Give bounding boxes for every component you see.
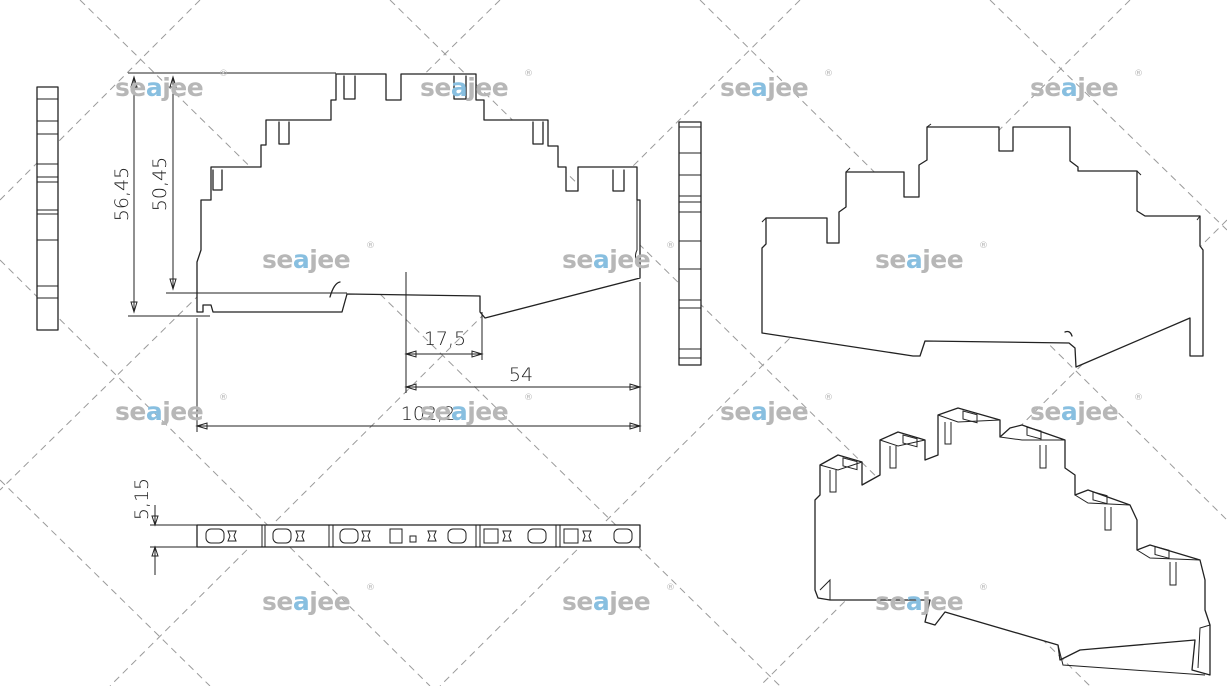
svg-text:®: ® <box>979 241 988 251</box>
top-view-strip <box>150 505 641 575</box>
svg-text:®: ® <box>666 583 675 593</box>
dimension-lines <box>128 72 642 432</box>
watermark-2: seajee ® <box>420 69 533 102</box>
dim-half-width: 54 <box>509 364 533 386</box>
svg-text:®: ® <box>366 583 375 593</box>
svg-text:seajee: seajee <box>720 397 808 426</box>
watermark-5: seajee ® <box>262 241 375 274</box>
svg-text:®: ® <box>219 393 228 403</box>
svg-text:seajee: seajee <box>115 73 203 102</box>
svg-text:seajee: seajee <box>875 245 963 274</box>
dim-inner-height: 50,45 <box>149 157 171 211</box>
watermark-14: seajee ® <box>875 583 988 616</box>
watermark-4: seajee ® <box>1030 69 1143 102</box>
svg-text:®: ® <box>824 393 833 403</box>
svg-text:®: ® <box>979 583 988 593</box>
svg-text:®: ® <box>1134 69 1143 79</box>
watermark-13: seajee ® <box>562 583 675 616</box>
dim-overall-height: 56,45 <box>111 167 133 221</box>
svg-text:seajee: seajee <box>420 397 508 426</box>
watermark-6: seajee ® <box>562 241 675 274</box>
svg-text:seajee: seajee <box>1030 73 1118 102</box>
front-profile-view <box>196 73 641 319</box>
dim-total-width: 102,2 <box>401 403 455 425</box>
watermark-9: seajee ® <box>420 393 533 426</box>
svg-text:seajee: seajee <box>1030 397 1118 426</box>
watermark-8: seajee ® <box>115 393 228 426</box>
watermark-10: seajee ® <box>720 393 833 426</box>
svg-text:®: ® <box>366 241 375 251</box>
svg-text:®: ® <box>666 241 675 251</box>
svg-text:seajee: seajee <box>420 73 508 102</box>
svg-text:seajee: seajee <box>875 587 963 616</box>
watermark-7: seajee ® <box>875 241 988 274</box>
watermark-3: seajee ® <box>720 69 833 102</box>
svg-text:®: ® <box>524 69 533 79</box>
svg-text:®: ® <box>219 69 228 79</box>
dim-foot-width: 17,5 <box>424 328 466 350</box>
svg-text:®: ® <box>524 393 533 403</box>
svg-text:seajee: seajee <box>562 245 650 274</box>
watermark-1: seajee ® <box>115 69 228 102</box>
perspective-profile-view <box>761 123 1204 368</box>
svg-text:®: ® <box>824 69 833 79</box>
svg-text:seajee: seajee <box>562 587 650 616</box>
dimension-labels: 56,45 50,45 17,5 54 102,2 5,15 <box>111 157 533 520</box>
svg-text:seajee: seajee <box>115 397 203 426</box>
watermark-12: seajee ® <box>262 583 375 616</box>
dim-thickness: 5,15 <box>131 478 153 520</box>
svg-text:seajee: seajee <box>720 73 808 102</box>
svg-text:®: ® <box>1134 393 1143 403</box>
svg-text:seajee: seajee <box>262 245 350 274</box>
watermarks: seajee ® seajee ® seajee ® seajee ® seaj… <box>115 69 1143 616</box>
right-side-view <box>678 121 702 366</box>
svg-text:seajee: seajee <box>262 587 350 616</box>
isometric-view <box>814 407 1211 676</box>
left-side-view <box>36 86 59 331</box>
watermark-11: seajee ® <box>1030 393 1143 426</box>
